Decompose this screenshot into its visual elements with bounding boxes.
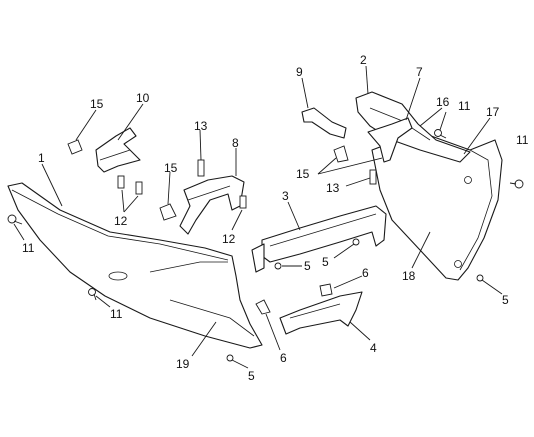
callout-9: 9: [296, 65, 303, 79]
callout-12-mid: 12: [222, 232, 236, 246]
callout-2: 2: [360, 53, 367, 67]
clip-15-right: [333, 145, 349, 163]
bracket-9-part: [301, 107, 347, 139]
callout-17: 17: [486, 105, 500, 119]
callout-13: 13: [194, 119, 208, 133]
inner-panel-part: [355, 91, 471, 163]
bolt-13-mid: [197, 159, 205, 177]
bolt-12-b: [135, 181, 143, 195]
screw-5-d: [226, 354, 234, 362]
callout-11: 11: [22, 241, 35, 255]
callout-15-right: 15: [296, 167, 310, 181]
screw-5-b: [352, 238, 360, 246]
bracket-7-part: [367, 117, 413, 163]
bolt-12-a: [117, 175, 125, 189]
clip-15-left: [67, 139, 83, 155]
callout-15: 15: [90, 97, 104, 111]
side-panel-part: [371, 131, 503, 281]
callout-4: 4: [370, 341, 377, 355]
callout-19: 19: [176, 357, 190, 371]
belly-pan-part: [7, 182, 263, 349]
callout-11-top: 11: [458, 99, 471, 113]
callout-5: 5: [304, 259, 311, 273]
leader-lines: [13, 65, 503, 369]
screw-5-a: [274, 262, 282, 270]
callout-5-mid: 5: [322, 255, 329, 269]
callout-5-bottom: 5: [248, 369, 255, 383]
screw-11-right: [509, 179, 524, 189]
callout-6: 6: [362, 266, 369, 280]
callout-7: 7: [416, 65, 423, 79]
callout-10: 10: [136, 91, 150, 105]
callout-1: 1: [38, 151, 45, 165]
callout-13-right: 13: [326, 181, 340, 195]
callout-11-lower: 11: [110, 307, 123, 321]
clip-6-upper: [319, 283, 333, 297]
screw-5-c: [476, 274, 484, 282]
clip-15-mid: [159, 203, 177, 221]
callout-15-mid: 15: [164, 161, 178, 175]
callout-5-right: 5: [502, 293, 509, 307]
bolt-13-right: [369, 169, 377, 185]
callout-18: 18: [402, 269, 416, 283]
callout-11-right: 11: [516, 133, 529, 147]
callout-6-lower: 6: [280, 351, 287, 365]
centre-bracket-part: [179, 175, 245, 235]
callout-3: 3: [282, 189, 289, 203]
callout-8: 8: [232, 136, 239, 150]
screw-11-left: [7, 214, 23, 225]
callout-16: 16: [436, 95, 450, 109]
lower-bracket-part: [279, 291, 363, 335]
screw-11-top: [434, 129, 447, 139]
screw-11-lower: [88, 288, 97, 301]
bracket-10-part: [95, 127, 141, 173]
bolt-12-c: [239, 195, 247, 209]
clip-6-lower: [255, 299, 271, 315]
callout-12: 12: [114, 214, 128, 228]
inner-bracket-part: [251, 205, 387, 273]
